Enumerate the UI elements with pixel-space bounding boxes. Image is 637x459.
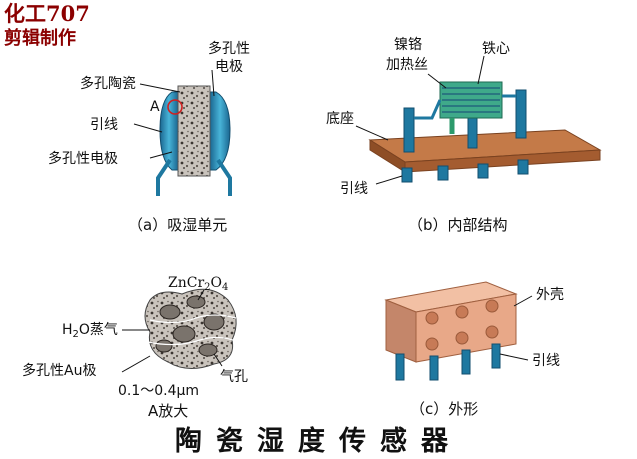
label-lead-b: 引线 <box>340 181 368 197</box>
caption-b: （b）内部结构 <box>408 216 508 234</box>
label-shell: 外壳 <box>536 287 564 303</box>
electrode-left <box>159 91 179 171</box>
label-ceramic: 多孔陶瓷 <box>80 76 136 92</box>
panel-zoom <box>121 288 239 373</box>
label-electrode-top: 多孔性 电极 <box>208 41 250 76</box>
zoom-marker <box>167 99 183 115</box>
label-electrode-bottom: 多孔性电极 <box>48 151 118 167</box>
label-heater-2: 加热丝 <box>386 57 428 73</box>
porous-ceramic <box>177 85 211 177</box>
label-heater-1: 镍铬 <box>394 37 422 53</box>
label-vapor: H2O蒸气 <box>62 322 118 340</box>
label-lead-c: 引线 <box>532 353 560 369</box>
panel-a-unit <box>133 69 232 196</box>
lead-left <box>156 158 172 196</box>
caption-a: （a）吸湿单元 <box>128 216 228 234</box>
label-lead-a: 引线 <box>90 117 118 133</box>
label-au-electrode: 多孔性Au极 <box>22 363 97 379</box>
electrode-right <box>209 91 231 171</box>
label-zoom-a: A <box>150 99 160 115</box>
panel-c-shell <box>384 281 533 381</box>
brand-line-2: 剪辑制作 <box>4 28 76 49</box>
page-title: 陶瓷湿度传感器 <box>175 426 462 457</box>
caption-zoom: A放大 <box>148 402 189 420</box>
label-pore: 气孔 <box>220 369 248 385</box>
panel-b-structure <box>355 55 602 185</box>
brand-line-1: 化工707 <box>4 1 90 26</box>
caption-c: （c）外形 <box>410 400 479 418</box>
label-base: 底座 <box>326 111 354 127</box>
label-size: 0.1～0.4μm <box>118 383 200 399</box>
lead-right <box>216 158 232 196</box>
label-formula: ZnCr2O4 <box>168 275 229 293</box>
label-core: 铁心 <box>482 41 510 57</box>
